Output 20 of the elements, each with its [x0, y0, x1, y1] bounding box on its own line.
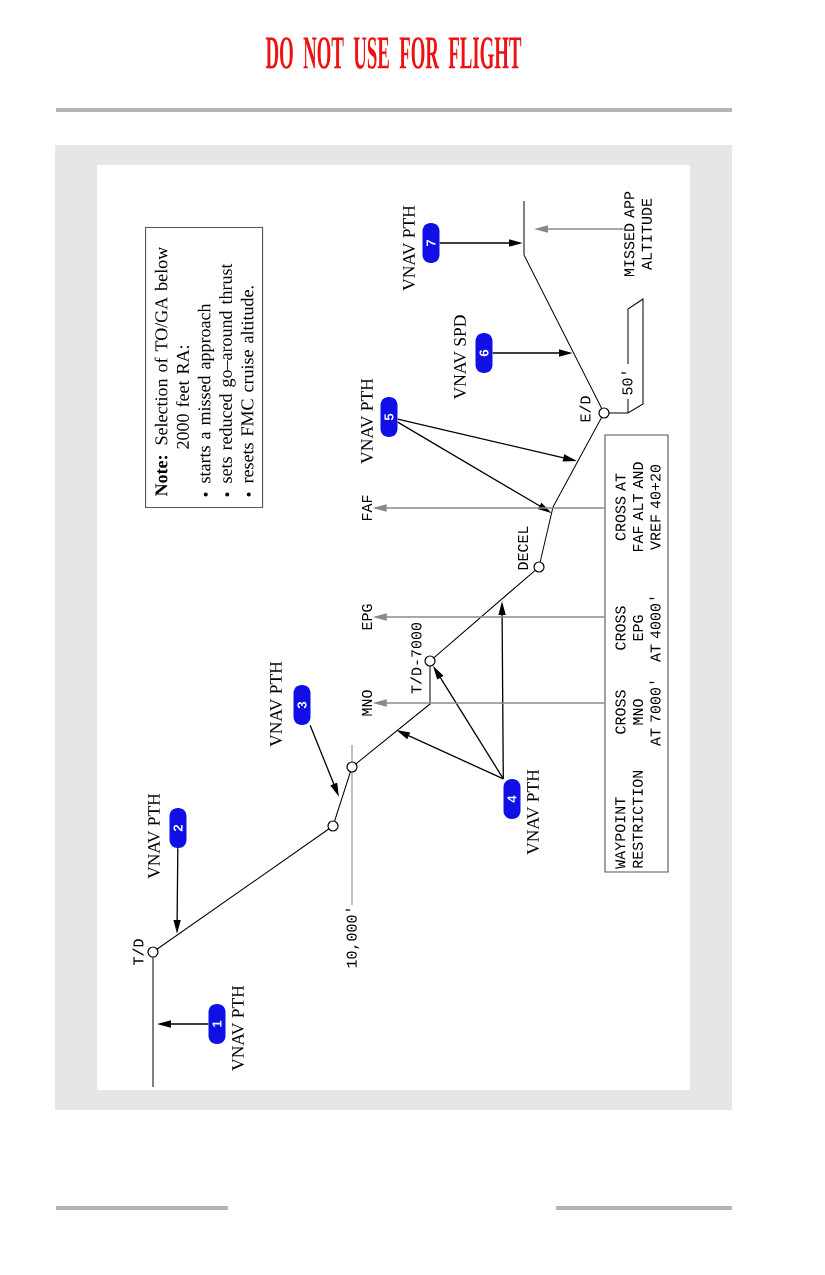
point-label: DECEL: [517, 526, 529, 570]
point-label: T/D: [132, 939, 144, 965]
note-box: Note: Selection of TO/GA below 2000 feet RA: starts a missed approach sets reduced go–around thrust resets FMC cruise altitude.: [145, 226, 264, 508]
waypoint-name: MNO: [361, 690, 373, 716]
waypoint-name: EPG: [361, 604, 373, 630]
callout-label: VNAV PTH: [527, 769, 539, 855]
callout-label: VNAV PTH: [232, 985, 244, 1071]
altitude-label: 10,000': [345, 909, 360, 968]
altitude-note: MISSED APP ALTITUDE: [624, 191, 652, 277]
waypoint-name: FAF: [362, 495, 372, 521]
height-label: 50': [621, 372, 633, 395]
restriction-table: WAYPOINT RESTRICTION CROSS MNO AT 7000' CROSS EPG AT 4000' CROSS AT FAF ALT AND VREF 40+20: [604, 434, 669, 873]
callout-label: VNAV PTH: [403, 205, 415, 291]
callout-label: VNAV PTH: [361, 378, 373, 464]
point-label: T/D-7000: [410, 622, 422, 694]
callout-label: VNAV PTH: [148, 793, 160, 879]
callout-label: VNAV SPD: [454, 315, 466, 400]
point-label: E/D: [579, 396, 591, 422]
callout-label: VNAV PTH: [270, 661, 282, 747]
warning-title: DO NOT USE FOR FLIGHT: [265, 37, 522, 69]
